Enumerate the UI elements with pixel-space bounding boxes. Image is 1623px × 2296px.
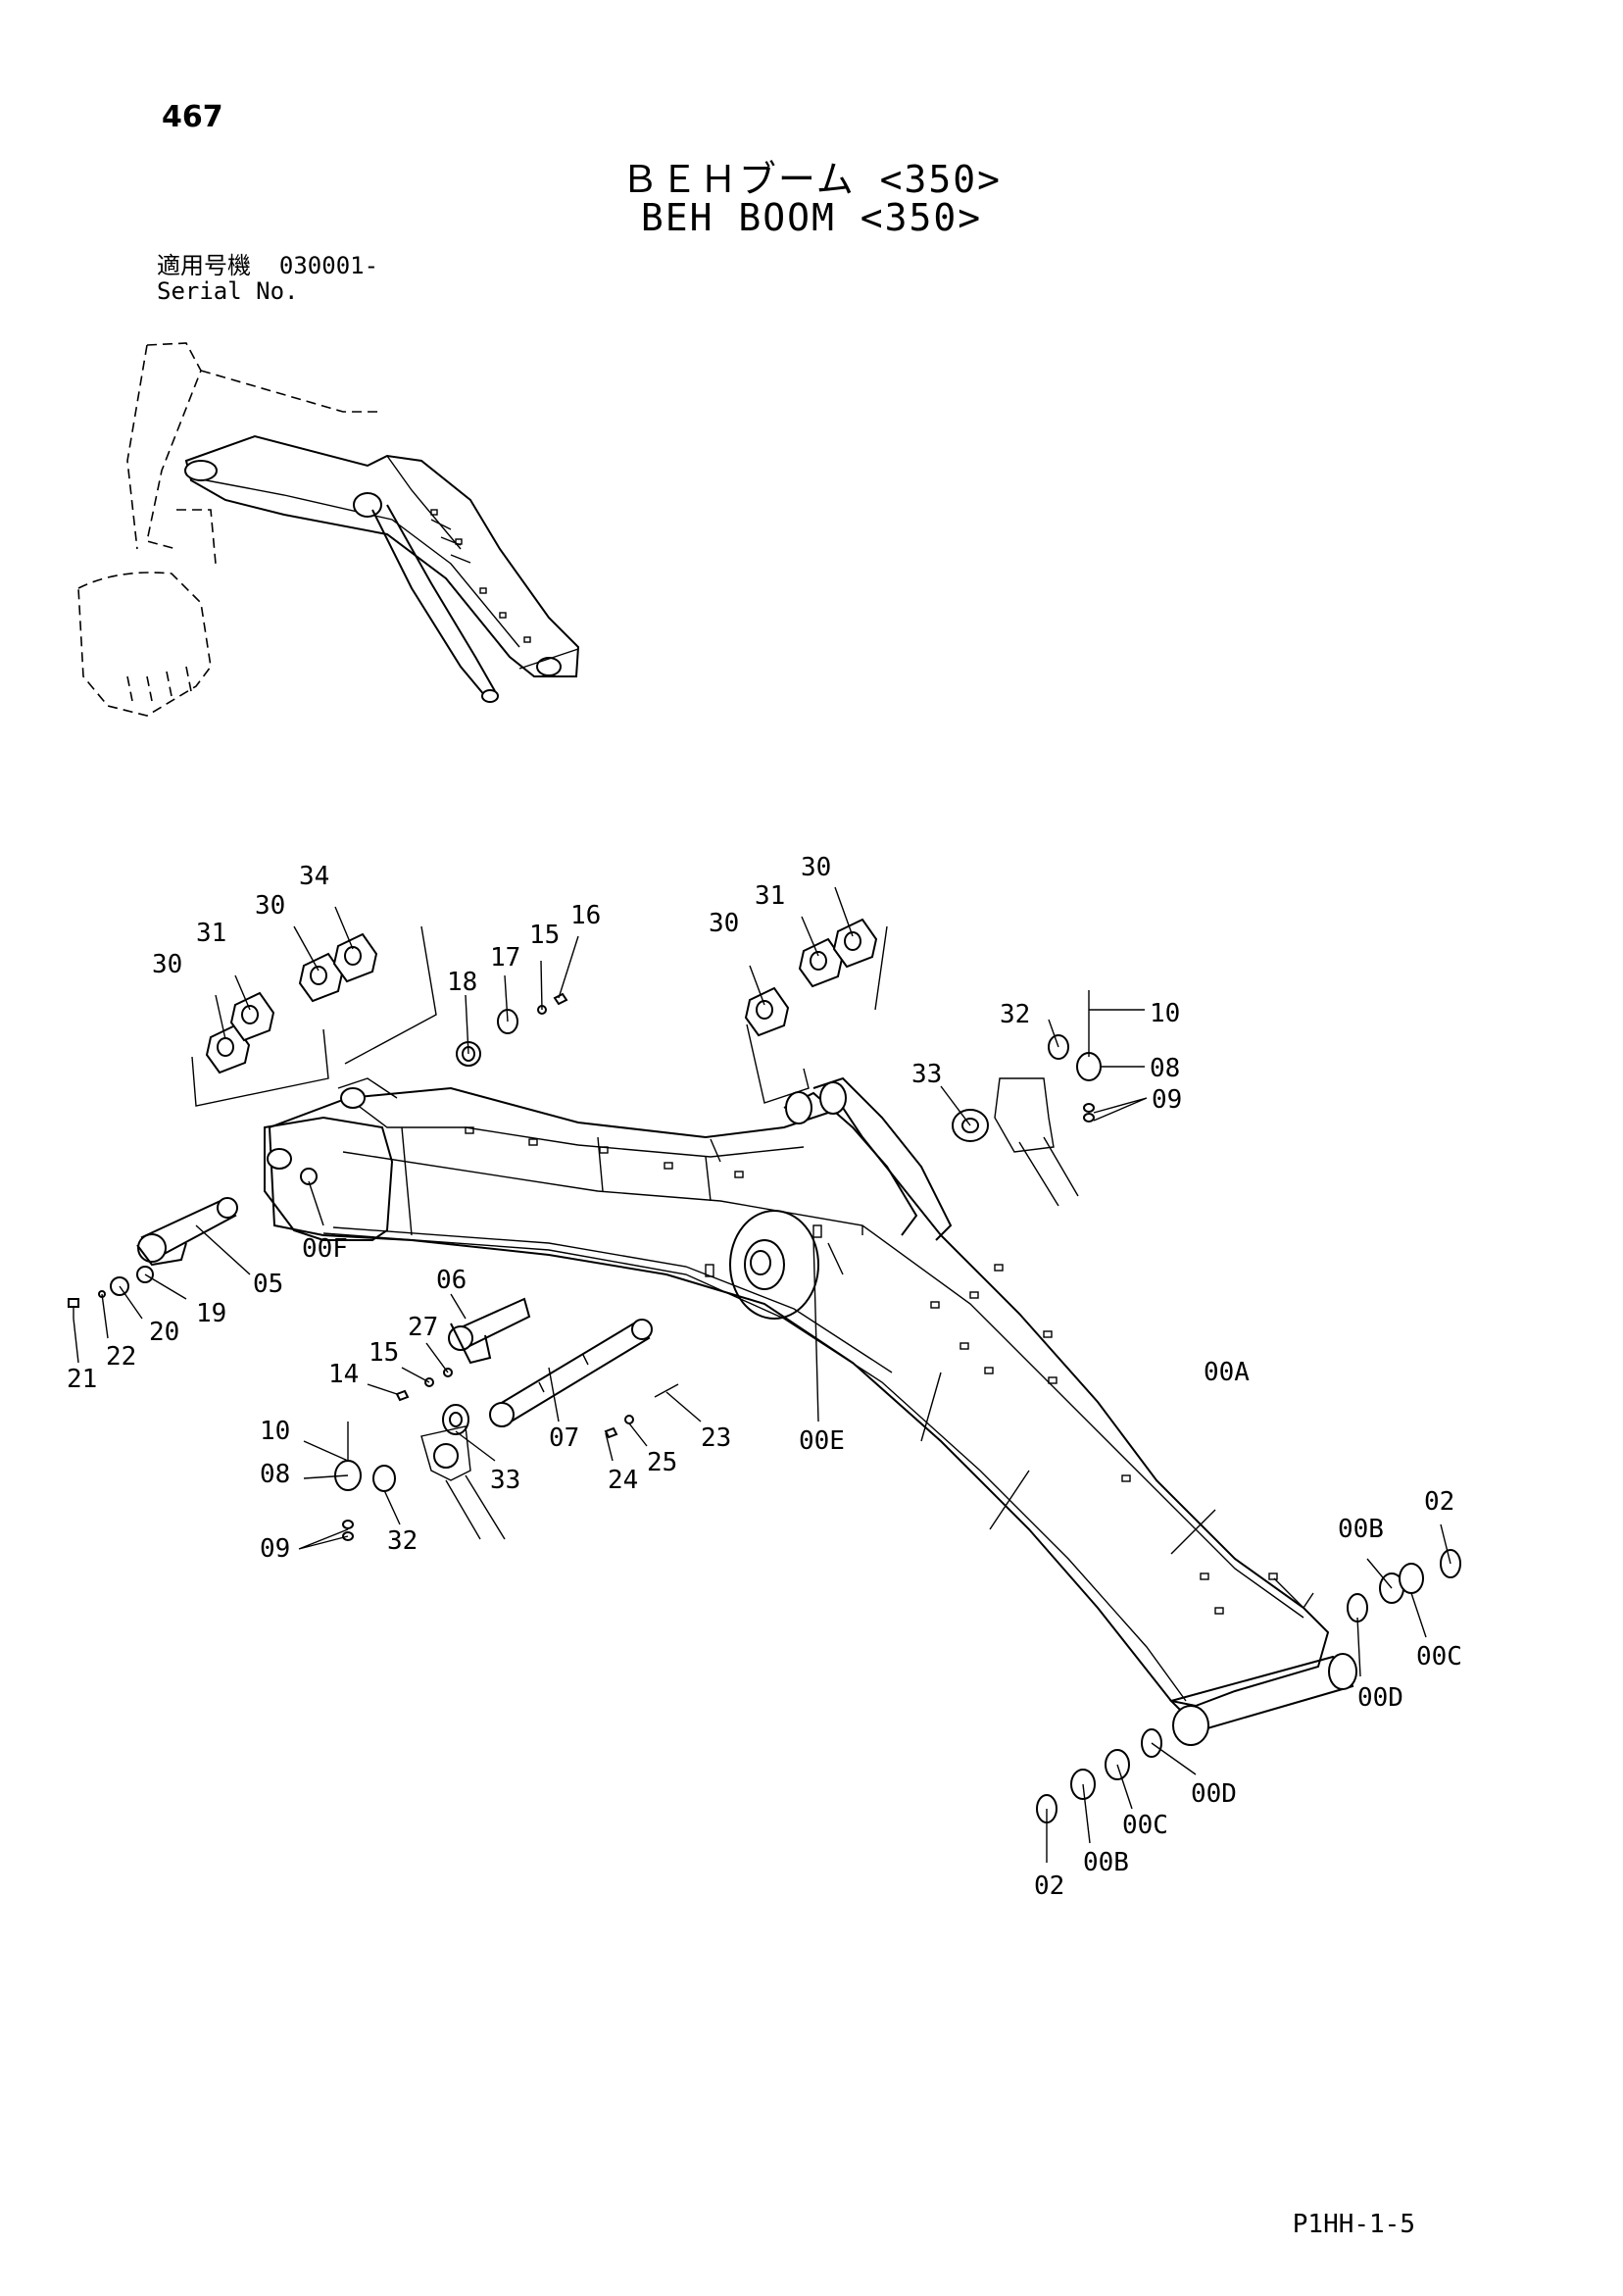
serial-value: 030001- [278, 252, 379, 279]
hardware-parts [68, 990, 1461, 1823]
part-label-00B: 00B [1338, 1515, 1384, 1544]
part-label-21: 21 [67, 1365, 97, 1394]
part-label-34: 34 [299, 862, 329, 891]
part-label-15: 15 [369, 1338, 399, 1368]
part-label-19: 19 [196, 1299, 226, 1328]
part-label-02: 02 [1424, 1487, 1454, 1517]
page-number: 467 [162, 100, 223, 134]
part-label-23: 23 [701, 1423, 731, 1453]
serial-label-en: Serial No. [157, 277, 299, 305]
part-label-10: 10 [260, 1417, 290, 1446]
title-japanese: ＢＥＨブーム <350> [620, 158, 1003, 201]
part-label-00B: 00B [1083, 1848, 1129, 1877]
shim-group-box-right-2 [874, 925, 888, 1011]
part-label-33: 33 [490, 1466, 520, 1495]
shim-group-box-left-2 [344, 925, 437, 1065]
part-label-00D: 00D [1191, 1779, 1237, 1809]
part-label-32: 32 [1000, 1000, 1030, 1029]
part-label-15: 15 [529, 921, 560, 950]
part-label-02: 02 [1034, 1872, 1064, 1901]
part-label-06: 06 [436, 1266, 467, 1295]
part-label-09: 09 [1152, 1085, 1182, 1115]
overview-excavator-drawing [77, 342, 580, 717]
part-label-00E: 00E [799, 1426, 845, 1456]
part-label-14: 14 [328, 1360, 359, 1389]
part-label-08: 08 [260, 1460, 290, 1489]
part-label-17: 17 [490, 943, 520, 973]
part-label-00C: 00C [1416, 1642, 1462, 1672]
part-label-09: 09 [260, 1534, 290, 1564]
serial-label-jp: 適用号機 [157, 252, 251, 279]
shim-plates [205, 918, 878, 1074]
part-label-10: 10 [1150, 999, 1180, 1028]
part-label-00F: 00F [302, 1234, 348, 1264]
part-label-24: 24 [608, 1466, 638, 1495]
part-label-00C: 00C [1122, 1811, 1168, 1840]
part-label-27: 27 [408, 1313, 438, 1342]
part-label-32: 32 [387, 1526, 418, 1556]
leader-lines [73, 886, 1451, 1863]
part-label-25: 25 [647, 1448, 677, 1477]
shim-group-box-right [746, 1023, 810, 1104]
part-label-07: 07 [549, 1423, 579, 1453]
part-label-30: 30 [709, 909, 739, 938]
part-label-31: 31 [755, 881, 785, 911]
part-label-20: 20 [149, 1318, 179, 1347]
part-label-18: 18 [447, 968, 477, 997]
part-label-33: 33 [911, 1060, 942, 1089]
part-label-31: 31 [196, 919, 226, 948]
serial-block: 適用号機 030001- Serial No. [157, 253, 378, 304]
part-label-05: 05 [253, 1270, 283, 1299]
part-label-00A: 00A [1204, 1358, 1250, 1387]
part-label-00D: 00D [1357, 1683, 1403, 1713]
document-code: P1HH-1-5 [1292, 2210, 1415, 2239]
main-boom-drawing [264, 1076, 1357, 1746]
shim-group-box-left [191, 1028, 329, 1107]
part-label-30: 30 [152, 950, 182, 979]
part-label-22: 22 [106, 1342, 136, 1372]
part-label-16: 16 [570, 901, 601, 930]
title-english: BEH BOOM <350> [640, 196, 983, 239]
part-label-30: 30 [801, 853, 831, 882]
part-label-30: 30 [255, 891, 285, 921]
part-label-08: 08 [1150, 1054, 1180, 1083]
